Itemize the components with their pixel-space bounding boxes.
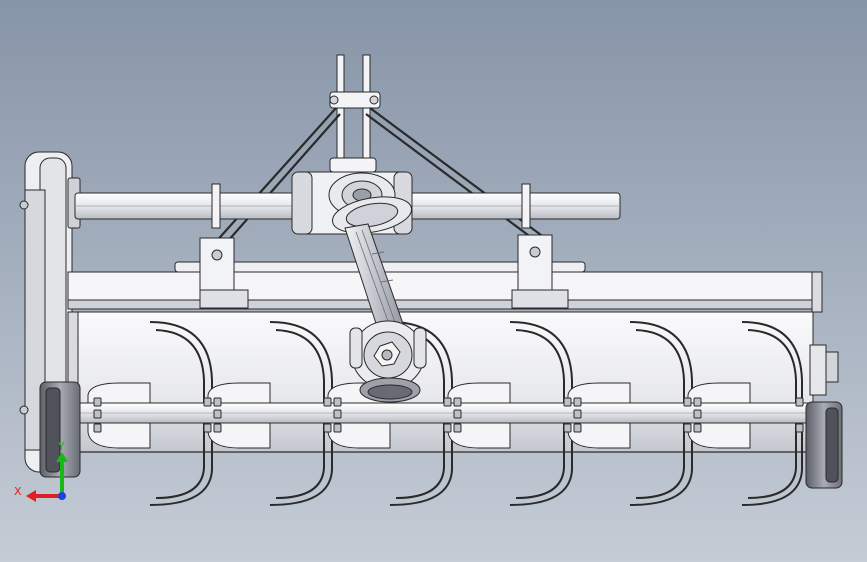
pto-yoke — [349, 320, 427, 403]
pto-shaft — [331, 196, 413, 343]
flange-bolts — [93, 397, 804, 433]
tine-set-5 — [629, 321, 693, 506]
frame-top-plate — [67, 261, 823, 313]
x-axis-label: X — [14, 485, 22, 498]
tine-set-6 — [741, 321, 803, 506]
tine-set-1 — [149, 321, 213, 506]
top-hitch-mast — [329, 54, 381, 176]
coordinate-triad — [26, 452, 68, 502]
tine-set-4 — [509, 321, 573, 506]
right-skid-wheel — [805, 344, 843, 489]
lower-hitch-brackets — [199, 234, 569, 309]
tine-set-2 — [269, 321, 333, 506]
y-axis-label: Y — [58, 440, 65, 453]
